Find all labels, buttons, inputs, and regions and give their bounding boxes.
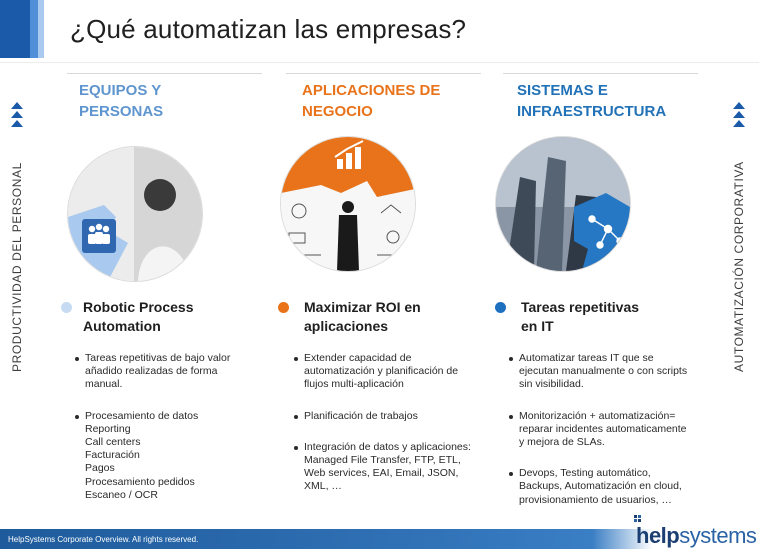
- bullet-dot: [278, 302, 289, 313]
- list-item: Tareas repetitivas de bajo valor añadido…: [75, 352, 265, 392]
- bullet-list: Extender capacidad de automatización y p…: [294, 352, 484, 512]
- bullet-dot: [61, 302, 72, 313]
- team-people-icon: [67, 146, 203, 282]
- bullet-dot: [495, 302, 506, 313]
- left-axis-label: PRODUCTIVIDAD DEL PERSONAL: [10, 162, 24, 372]
- right-axis: AUTOMATIZACIÓN CORPORATIVA: [722, 100, 756, 390]
- up-arrows-icon: [8, 102, 26, 129]
- list-item: Monitorización + automatización= reparar…: [509, 410, 699, 450]
- slide-title: ¿Qué automatizan las empresas?: [70, 14, 467, 44]
- footer-copyright: HelpSystems Corporate Overview. All righ…: [8, 535, 199, 544]
- list-item: Planificación de trabajos: [294, 410, 484, 423]
- column-aplicaciones-negocio: APLICACIONES DE NEGOCIO Maximizar ROI en…: [276, 70, 491, 520]
- column-divider: [286, 73, 481, 74]
- column-divider: [67, 73, 262, 74]
- corner-accent: [0, 0, 48, 58]
- helpsystems-logo: helpsystems: [620, 515, 757, 548]
- list-item: Extender capacidad de automatización y p…: [294, 352, 484, 392]
- list-item: Procesamiento de datos Reporting Call ce…: [75, 410, 265, 502]
- column-sistemas-infraestructura: SISTEMAS E INFRAESTRUCTURA Tareas repeti…: [493, 70, 708, 520]
- right-axis-label: AUTOMATIZACIÓN CORPORATIVA: [732, 161, 746, 373]
- list-item: Automatizar tareas IT que se ejecutan ma…: [509, 352, 699, 392]
- column-subtitle: Tareas repetitivas en IT: [521, 299, 640, 334]
- column-divider: [503, 73, 698, 74]
- column-equipos-personas: EQUIPOS Y PERSONAS Robotic Process Autom…: [57, 70, 272, 520]
- bullet-list: Automatizar tareas IT que se ejecutan ma…: [509, 352, 699, 525]
- bullet-list: Tareas repetitivas de bajo valor añadido…: [75, 352, 265, 520]
- column-subtitle: Robotic Process Automation: [83, 299, 194, 334]
- up-arrows-icon: [730, 102, 748, 129]
- column-subtitle: Maximizar ROI en aplicaciones: [304, 299, 421, 334]
- list-item: Integración de datos y aplicaciones: Man…: [294, 441, 484, 494]
- title-divider: [0, 62, 759, 63]
- logo-mark-icon: [634, 515, 641, 522]
- list-item: Devops, Testing automático, Backups, Aut…: [509, 467, 699, 507]
- column-heading: SISTEMAS E INFRAESTRUCTURA: [517, 82, 667, 120]
- column-heading: EQUIPOS Y PERSONAS: [79, 82, 164, 120]
- growth-chart-icon: [280, 136, 416, 272]
- network-nodes-icon: [495, 136, 631, 272]
- column-heading: APLICACIONES DE NEGOCIO: [302, 82, 441, 120]
- left-axis: PRODUCTIVIDAD DEL PERSONAL: [0, 100, 34, 390]
- footer-bar: HelpSystems Corporate Overview. All righ…: [0, 529, 759, 549]
